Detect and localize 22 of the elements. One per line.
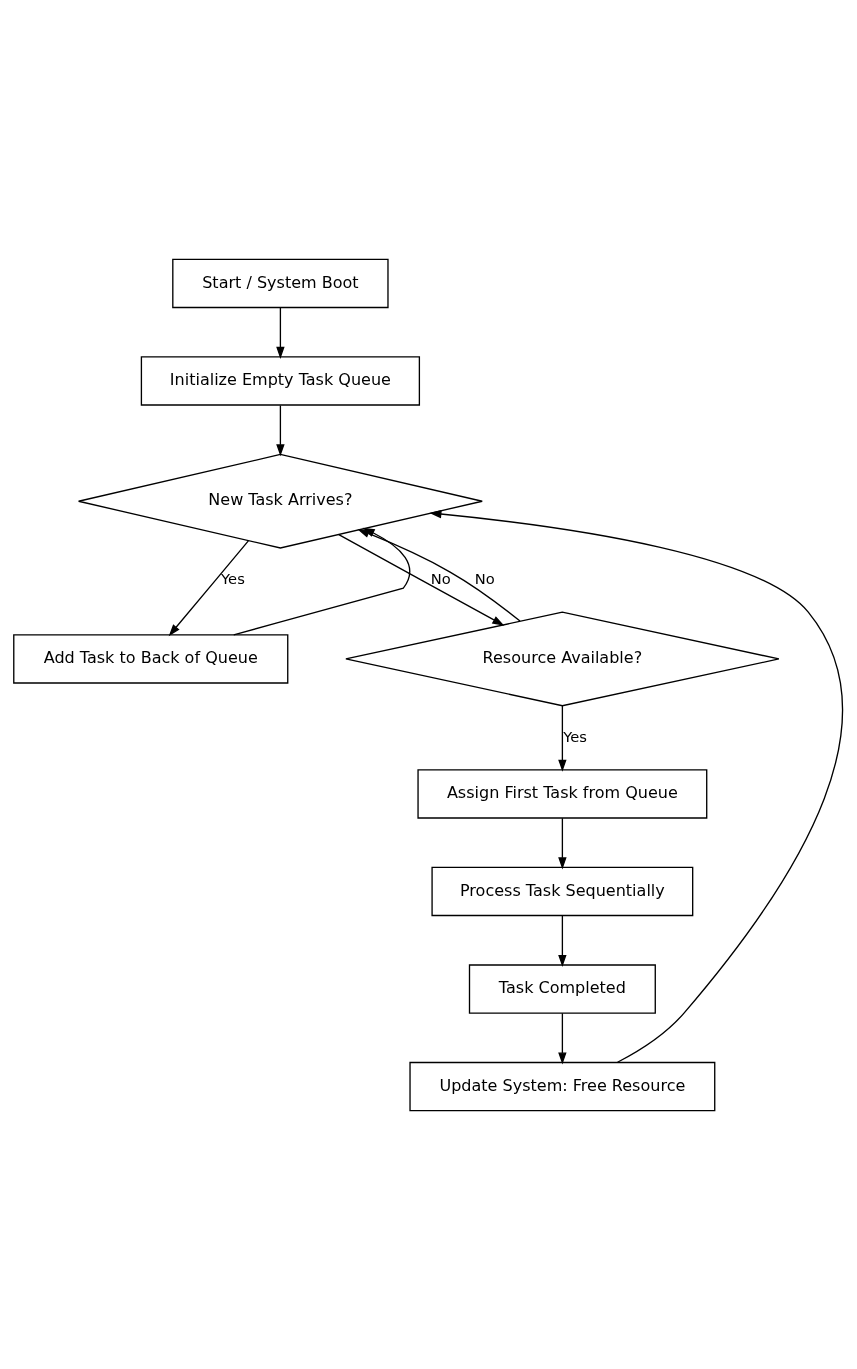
node-diamond: New Task Arrives? — [77, 453, 483, 549]
node-box: Initialize Empty Task Queue — [140, 355, 421, 406]
node-box: Start / System Boot — [172, 258, 389, 308]
arrow — [558, 817, 567, 869]
node-box: Assign First Task from Queue — [417, 768, 708, 819]
arrow — [276, 404, 285, 456]
node-diamond: Resource Available? — [345, 610, 780, 706]
node-box: Update System: Free Resource — [409, 1061, 716, 1111]
arrow — [168, 539, 249, 636]
arrow — [558, 704, 567, 772]
node-box: Process Task Sequentially — [431, 866, 694, 916]
edge-label: Yes — [563, 727, 587, 745]
edge-label: No — [474, 569, 495, 587]
edge-label: Yes — [221, 569, 245, 587]
arrow — [429, 509, 843, 1063]
arrow — [558, 1012, 567, 1065]
node-box: Add Task to Back of Queue — [13, 633, 289, 684]
arrow — [338, 533, 505, 626]
arrow — [276, 306, 285, 359]
edge-label: No — [430, 569, 451, 587]
arrow — [558, 914, 567, 967]
node-box: Task Completed — [468, 963, 656, 1014]
